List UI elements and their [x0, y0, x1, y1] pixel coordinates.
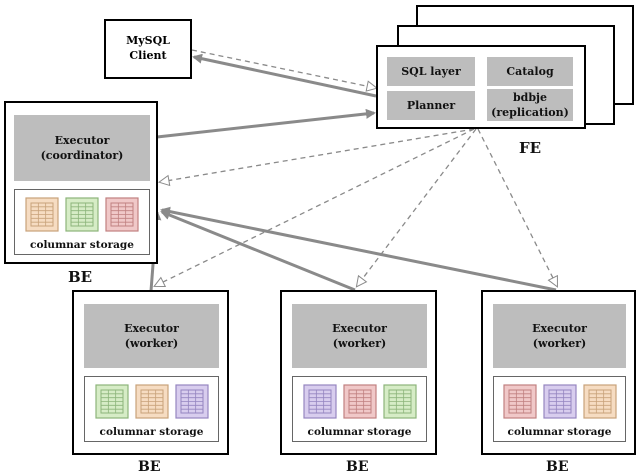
worker-1-executor-line2: (worker) — [124, 337, 179, 350]
coordinator-be-label: BE — [68, 268, 93, 286]
worker-2-executor-line2: (worker) — [332, 337, 387, 350]
catalog-label: Catalog — [506, 65, 554, 78]
coordinator-executor-line1: Executor — [54, 134, 110, 147]
worker-2-to-coordinator-arrow — [160, 210, 356, 292]
tablet-purple-icon — [302, 384, 337, 419]
coordinator-tablets-svg — [25, 197, 139, 232]
tablet-green-icon — [382, 384, 417, 419]
worker-3-executor-line2: (worker) — [532, 337, 587, 350]
fe-to-client-arrow — [192, 53, 377, 98]
tablet-orange-icon — [134, 384, 169, 419]
bdbje-line1: bdbje — [512, 91, 548, 104]
fe-label: FE — [519, 139, 542, 157]
tablet-green-icon — [65, 197, 99, 232]
sql-layer-label: SQL layer — [401, 65, 461, 78]
fe-to-coordinator-arrow — [160, 128, 475, 182]
mysql-client-box: MySQL Client — [104, 19, 192, 79]
worker-3-be-box: Executor (worker) columnar storage — [481, 290, 636, 455]
mysql-client-label: MySQL Client — [106, 33, 190, 63]
worker-3-to-coordinator-arrow — [160, 206, 557, 292]
catalog-block: Catalog — [487, 57, 573, 86]
worker-1-columnar-storage: columnar storage — [84, 376, 219, 442]
worker-3-be-label: BE — [546, 459, 569, 475]
tablet-purple-icon — [174, 384, 209, 419]
worker-2-executor-line1: Executor — [332, 322, 387, 335]
tablet-red-icon — [502, 384, 537, 419]
fe-to-worker-2-arrow — [357, 128, 477, 286]
worker-3-executor-block: Executor (worker) — [493, 304, 626, 368]
coordinator-storage-label: columnar storage — [30, 239, 134, 251]
worker-3-executor-line1: Executor — [532, 322, 587, 335]
coordinator-executor-block: Executor (coordinator) — [14, 115, 150, 181]
worker-2-be-label: BE — [346, 459, 369, 475]
bdbje-block: bdbje (replication) — [487, 89, 573, 121]
tablet-orange-icon — [582, 384, 617, 419]
worker_3-tablets-svg — [502, 384, 617, 419]
worker-2-storage-label: columnar storage — [307, 426, 412, 438]
worker-3-storage-label: columnar storage — [507, 426, 612, 438]
tablet-green-icon — [94, 384, 129, 419]
worker-3-columnar-storage: columnar storage — [493, 376, 626, 442]
coordinator-to-fe-arrow — [156, 108, 376, 139]
worker-1-executor-block: Executor (worker) — [84, 304, 219, 368]
tablet-red-icon — [342, 384, 377, 419]
fe-box: SQL layer Catalog Planner bdbje (replica… — [376, 45, 586, 129]
tablet-orange-icon — [25, 197, 59, 232]
worker_2-tablets-svg — [302, 384, 417, 419]
bdbje-line2: (replication) — [491, 106, 569, 119]
planner-label: Planner — [406, 99, 456, 112]
worker-2-columnar-storage: columnar storage — [292, 376, 427, 442]
client-to-fe-arrow — [191, 49, 376, 88]
worker-2-executor-block: Executor (worker) — [292, 304, 427, 368]
coordinator-columnar-storage: columnar storage — [14, 189, 150, 255]
fe-to-worker-3-arrow — [477, 128, 557, 286]
tablet-red-icon — [105, 197, 139, 232]
worker-1-storage-label: columnar storage — [99, 426, 204, 438]
sql-layer-block: SQL layer — [387, 57, 475, 86]
mysql-client-line2: Client — [129, 49, 167, 62]
tablet-purple-icon — [542, 384, 577, 419]
coordinator-be-box: Executor (coordinator) columnar storage — [4, 101, 158, 264]
planner-block: Planner — [387, 91, 475, 120]
worker-1-be-label: BE — [138, 459, 161, 475]
coordinator-executor-line2: (coordinator) — [40, 149, 124, 162]
worker-1-executor-line1: Executor — [124, 322, 179, 335]
worker-2-be-box: Executor (worker) columnar storage — [280, 290, 437, 455]
mysql-client-line1: MySQL — [126, 34, 170, 47]
worker_1-tablets-svg — [94, 384, 209, 419]
worker-1-be-box: Executor (worker) columnar storage — [72, 290, 229, 455]
